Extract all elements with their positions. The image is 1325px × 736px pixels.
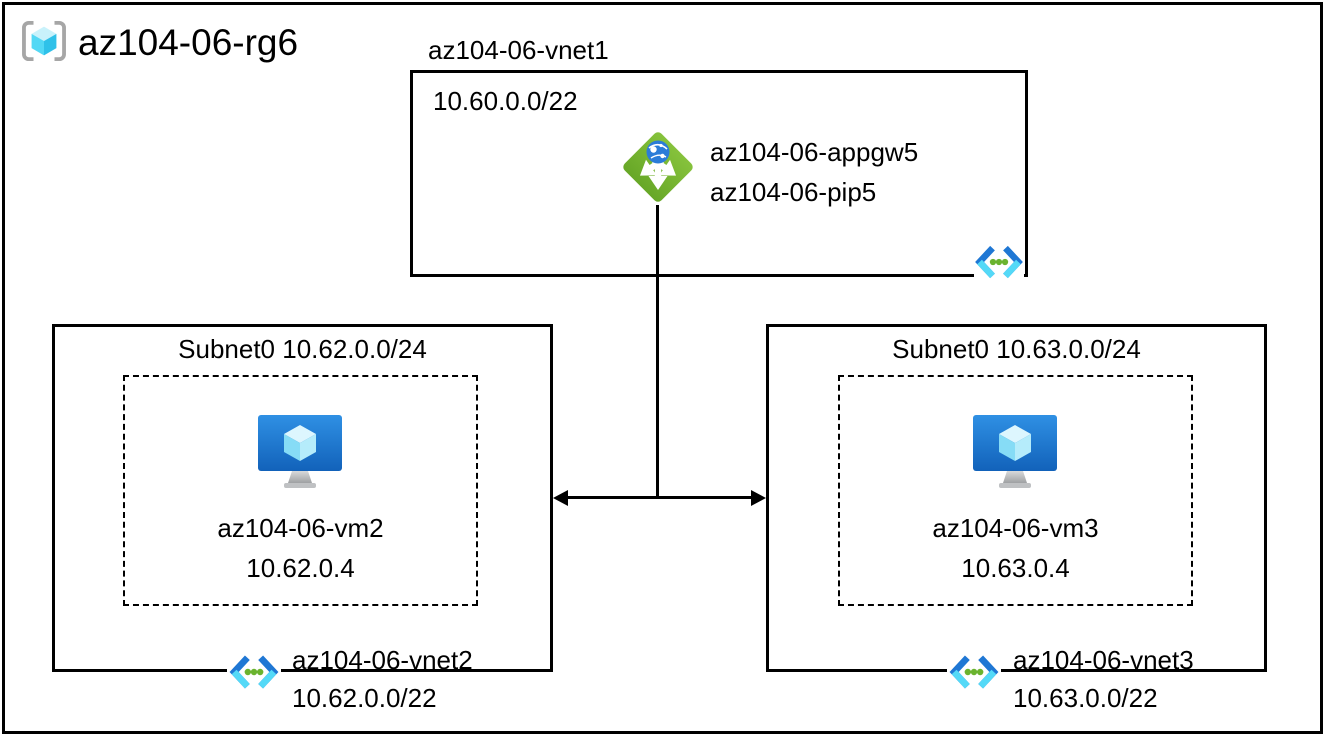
connector-vertical-line — [656, 205, 659, 498]
vm3-labels: az104-06-vm3 10.63.0.4 — [838, 508, 1193, 588]
vm2-labels: az104-06-vm2 10.62.0.4 — [123, 508, 478, 588]
vnet2-subnet-title: Subnet0 10.62.0.0/24 — [178, 334, 427, 364]
vm3-ip: 10.63.0.4 — [961, 553, 1070, 583]
vnet2-labels: az104-06-vnet2 10.62.0.0/22 — [292, 641, 473, 717]
appgw-name: az104-06-appgw5 — [710, 137, 919, 167]
connector-horizontal-line — [566, 496, 756, 499]
appgw-labels: az104-06-appgw5 az104-06-pip5 — [710, 132, 918, 212]
resource-group-label: az104-06-rg6 — [78, 22, 299, 63]
vnet2-cidr: 10.62.0.0/22 — [292, 683, 437, 713]
arrowhead-left-icon — [553, 490, 568, 506]
vnet1-box — [410, 70, 1028, 277]
virtual-network-icon — [947, 654, 1001, 690]
vm2-ip: 10.62.0.4 — [246, 553, 355, 583]
vnet2-subnet-boundary — [123, 375, 478, 606]
virtual-machine-icon — [258, 415, 342, 488]
vnet2-name: az104-06-vnet2 — [292, 645, 473, 675]
vm2-name: az104-06-vm2 — [217, 513, 384, 543]
vnet3-subnet-boundary — [838, 375, 1193, 606]
vnet3-name: az104-06-vnet3 — [1013, 645, 1194, 675]
virtual-network-icon — [974, 244, 1024, 280]
vnet1-title: az104-06-vnet1 — [428, 35, 609, 65]
resource-group-icon — [22, 20, 66, 62]
vnet3-labels: az104-06-vnet3 10.63.0.0/22 — [1013, 641, 1194, 717]
vnet3-subnet-title: Subnet0 10.63.0.0/24 — [892, 334, 1141, 364]
virtual-machine-icon — [973, 415, 1057, 488]
pip-name: az104-06-pip5 — [710, 177, 877, 207]
vnet3-cidr: 10.63.0.0/22 — [1013, 683, 1158, 713]
arrowhead-right-icon — [751, 490, 766, 506]
vm3-name: az104-06-vm3 — [932, 513, 1099, 543]
virtual-network-icon — [227, 654, 281, 690]
application-gateway-icon — [623, 132, 693, 202]
vnet1-cidr: 10.60.0.0/22 — [433, 86, 578, 116]
